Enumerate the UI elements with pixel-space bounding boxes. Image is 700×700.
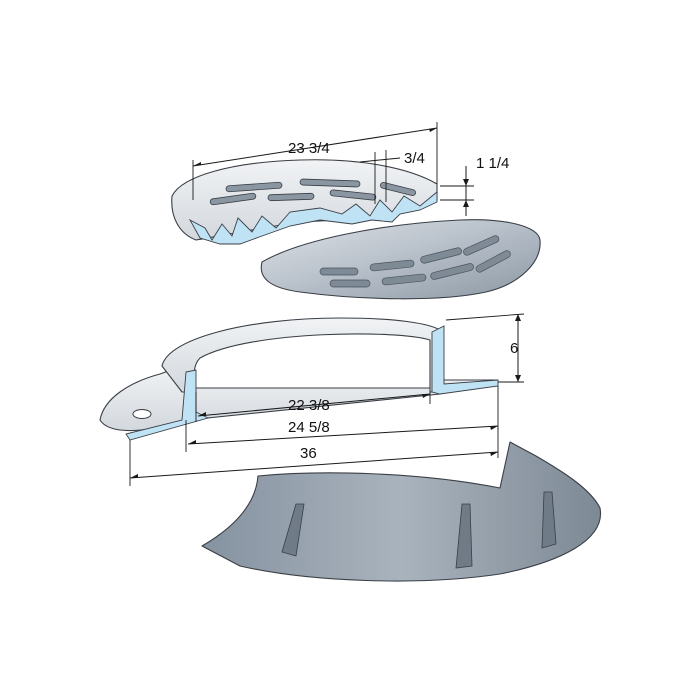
dim-grate-diameter: 23 3/4	[288, 140, 330, 157]
dim-frame-height: 6	[510, 340, 518, 357]
dim-slot-width: 3/4	[404, 150, 425, 167]
grate-cutaway	[171, 159, 438, 245]
frame-half	[201, 441, 602, 582]
frame-ribs	[281, 491, 557, 569]
frame-cutaway	[99, 317, 499, 441]
dim-flange-outer: 36	[300, 445, 317, 462]
dimension-annotations: 23 3/4 3/4 1 1/4 6 22 3/8 24 5/8	[129, 122, 525, 486]
dim-frame-inner: 22 3/8	[288, 397, 330, 414]
grate-half-slots	[319, 235, 511, 288]
dim-frame-seat: 24 5/8	[288, 419, 330, 436]
grate-slots	[209, 178, 416, 206]
bolt-hole	[132, 409, 152, 419]
dim-grate-thickness: 1 1/4	[476, 155, 509, 172]
grate-half	[260, 219, 541, 300]
